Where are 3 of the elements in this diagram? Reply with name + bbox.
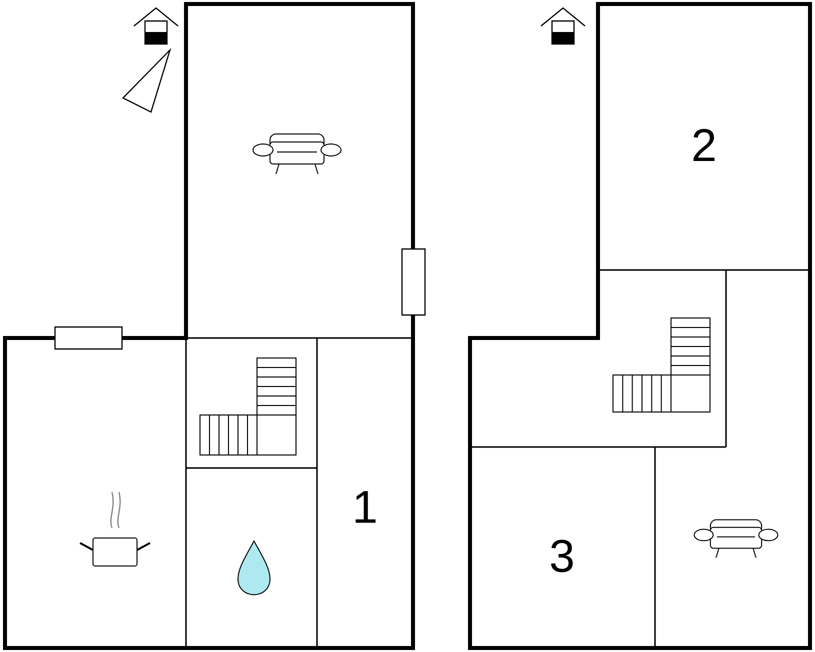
room-number: 1 (356, 491, 376, 523)
room-number: 3 (550, 540, 573, 572)
room-number: 2 (694, 128, 714, 162)
